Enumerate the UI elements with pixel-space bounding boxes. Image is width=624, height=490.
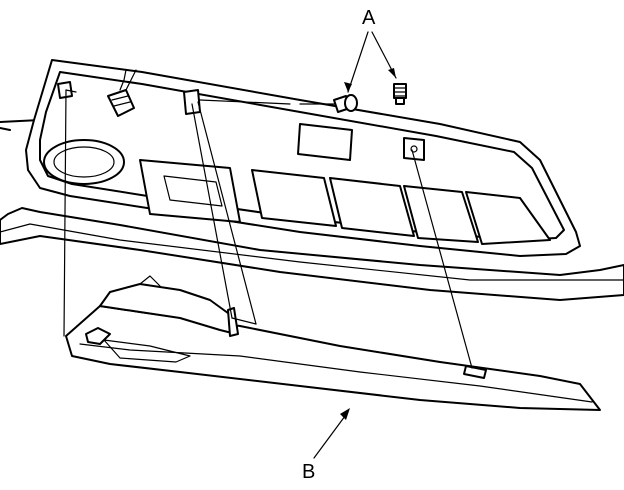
guide-center-clip (191, 103, 233, 319)
screw-left (333, 94, 358, 113)
upper-slot (297, 123, 353, 161)
fog-light-opening-inner (53, 146, 115, 178)
callout-a-label: A (362, 7, 376, 29)
grille-opening-4 (465, 191, 551, 245)
right-mount-tab (403, 137, 425, 161)
garnish-body (65, 305, 601, 411)
grille-opening-1 (251, 169, 337, 227)
center-bracket-slot (163, 175, 223, 207)
bumper-lower-contour (0, 223, 624, 281)
callout-b: B (302, 408, 350, 483)
garnish-right-tab (463, 365, 487, 379)
guide-right-mount (411, 149, 473, 369)
grille-opening-2 (329, 177, 415, 237)
grille-opening-3 (403, 185, 479, 243)
garnish-left-tab (85, 327, 111, 345)
guide-lines (63, 89, 473, 369)
screw-right (393, 83, 407, 105)
bumper-outer-shell (0, 207, 624, 301)
fog-light-garnish (65, 275, 601, 411)
garnish-inner-edge (79, 343, 593, 403)
right-mount-hole (410, 145, 418, 153)
left-clip (57, 81, 73, 99)
callout-b-label: B (302, 461, 315, 483)
center-bracket (139, 159, 241, 223)
guide-center-clip-2 (197, 101, 257, 325)
harness-connector (107, 69, 137, 117)
callout-a: A (344, 7, 397, 93)
front-bumper (0, 59, 624, 301)
garnish-mount-post (227, 307, 239, 337)
garnish-reflector (103, 339, 191, 363)
guide-left-clip (63, 89, 67, 337)
guide-screw-line (199, 99, 335, 105)
